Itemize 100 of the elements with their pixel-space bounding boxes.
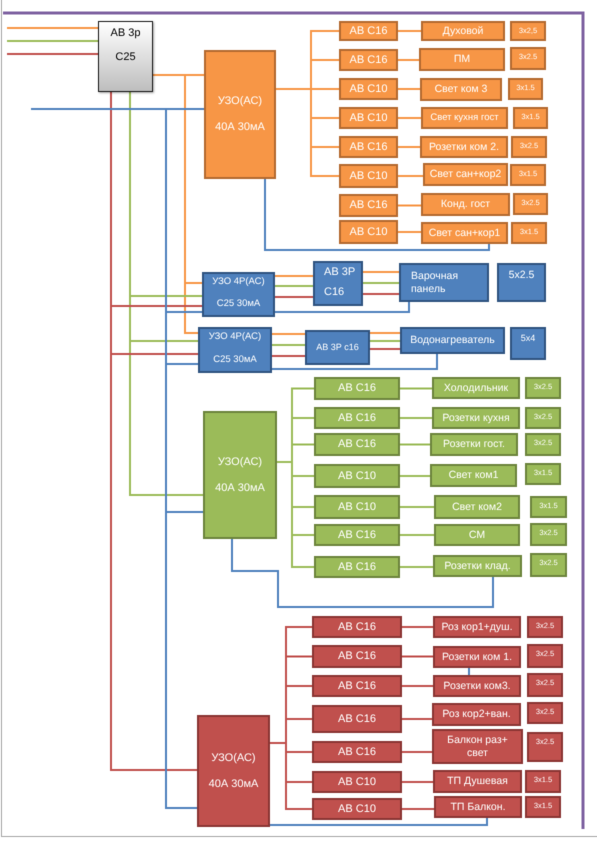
rcd-label: УЗО(АС) bbox=[218, 456, 262, 468]
cable-size-box bbox=[497, 263, 546, 302]
breaker-label: АВ С16 bbox=[338, 680, 376, 692]
wire-line bbox=[272, 355, 305, 357]
wire-line bbox=[370, 348, 400, 350]
breaker-label: АВ С16 bbox=[338, 560, 376, 574]
breaker-label: АВ 3Р с16 bbox=[316, 342, 359, 353]
circuit-breaker-box bbox=[339, 21, 398, 41]
wire-line bbox=[402, 808, 434, 810]
cable-size-box bbox=[527, 616, 563, 638]
load-box bbox=[430, 433, 518, 456]
load-box bbox=[419, 48, 505, 71]
load-box bbox=[400, 327, 505, 354]
breaker-label: АВ С16 bbox=[338, 382, 376, 395]
cable-size-box bbox=[527, 644, 563, 668]
load-label: Балкон раз+ свет bbox=[446, 734, 509, 759]
wire-line bbox=[363, 271, 399, 273]
rcd-label: УЗО(АС) bbox=[211, 752, 256, 764]
rcd-label: 40А 30мА bbox=[215, 121, 265, 134]
rcd-label: 40А 30мА bbox=[215, 482, 265, 494]
load-box bbox=[399, 263, 489, 302]
wire-line bbox=[398, 146, 420, 148]
load-label: Свет ком2 bbox=[452, 500, 502, 514]
cable-size-box bbox=[513, 193, 548, 215]
load-label: ТП Балкон. bbox=[450, 800, 506, 814]
wire-line bbox=[275, 285, 313, 287]
circuit-breaker-box bbox=[339, 78, 398, 100]
load-box bbox=[434, 796, 522, 818]
wire-line bbox=[400, 417, 432, 419]
circuit-breaker-box bbox=[314, 524, 400, 546]
load-box bbox=[423, 163, 508, 186]
wire-line bbox=[398, 30, 421, 32]
breaker-label: АВ 3р bbox=[110, 27, 140, 40]
circuit-breaker-box bbox=[312, 645, 402, 668]
breaker-label: АВ С10 bbox=[350, 226, 388, 238]
circuit-breaker-box bbox=[314, 556, 400, 578]
circuit-breaker-box bbox=[339, 220, 398, 244]
circuit-breaker-box bbox=[305, 330, 370, 365]
cable-size-box bbox=[525, 463, 561, 485]
load-label: ТП Душевая bbox=[447, 775, 508, 788]
wire-line bbox=[272, 333, 305, 335]
circuit-breaker-box bbox=[98, 21, 153, 92]
load-box bbox=[420, 136, 508, 158]
wire-line bbox=[402, 656, 433, 658]
load-label: Свет сан+кор2 bbox=[430, 168, 502, 181]
breaker-label: АВ С10 bbox=[350, 170, 388, 182]
load-label: Свет ком1 bbox=[448, 469, 498, 482]
breaker-label: АВ С16 bbox=[338, 528, 376, 542]
wire-line bbox=[231, 539, 494, 608]
wire-line bbox=[402, 781, 433, 783]
cable-size-box bbox=[525, 377, 561, 399]
wire-line bbox=[398, 88, 420, 90]
rcd-label: УЗО(АС) bbox=[218, 95, 262, 108]
wire-line bbox=[270, 818, 488, 826]
load-box bbox=[433, 770, 522, 793]
load-box bbox=[421, 193, 510, 216]
wire-line bbox=[153, 74, 198, 334]
load-label: Розетки ком 1. bbox=[442, 650, 512, 664]
wire-line bbox=[402, 626, 433, 628]
wire-line bbox=[275, 275, 313, 277]
wire-line bbox=[398, 117, 421, 119]
circuit-breaker-box bbox=[312, 616, 402, 638]
cable-size-box bbox=[511, 222, 547, 244]
wire-line bbox=[402, 685, 433, 687]
cable-size-label: 5x4 bbox=[520, 333, 536, 344]
wire-line bbox=[400, 444, 430, 446]
cable-size-box bbox=[525, 433, 561, 456]
load-box bbox=[432, 407, 520, 429]
load-box bbox=[432, 377, 520, 399]
breaker-label: АВ С10 bbox=[338, 802, 376, 816]
wire-line bbox=[370, 340, 400, 342]
cable-size-box bbox=[530, 553, 567, 577]
rcd-label: С25 30мА bbox=[213, 355, 257, 366]
wire-line bbox=[400, 534, 434, 536]
cable-size-box bbox=[510, 327, 546, 360]
wire-line bbox=[398, 175, 423, 177]
circuit-breaker-box bbox=[312, 705, 402, 733]
breaker-label: АВ С10 bbox=[338, 776, 376, 788]
wire-line bbox=[468, 668, 470, 675]
circuit-breaker-box bbox=[339, 136, 398, 158]
rcd-box bbox=[202, 272, 275, 317]
cable-size-box bbox=[527, 732, 563, 762]
load-label: Роз кор1+душ. bbox=[441, 620, 513, 634]
wire-line bbox=[402, 751, 432, 753]
breaker-label: АВ С16 bbox=[338, 746, 376, 758]
breaker-label: АВ 3Р bbox=[324, 266, 356, 279]
breaker-label: АВ С10 bbox=[350, 112, 388, 124]
breaker-label: АВ С16 bbox=[350, 140, 388, 154]
cable-size-box bbox=[530, 523, 567, 546]
wire-line bbox=[398, 204, 421, 206]
wire-line bbox=[272, 354, 438, 370]
cable-size-box bbox=[530, 496, 567, 518]
rcd-label: УЗО 4Р(АС) bbox=[208, 332, 262, 343]
load-box bbox=[432, 703, 521, 726]
rcd-box bbox=[204, 50, 276, 179]
circuit-breaker-box bbox=[339, 107, 398, 129]
breaker-label: С25 bbox=[115, 50, 136, 64]
load-label: Холодильник bbox=[444, 382, 508, 394]
wire-line bbox=[275, 296, 313, 298]
load-box bbox=[432, 729, 523, 764]
